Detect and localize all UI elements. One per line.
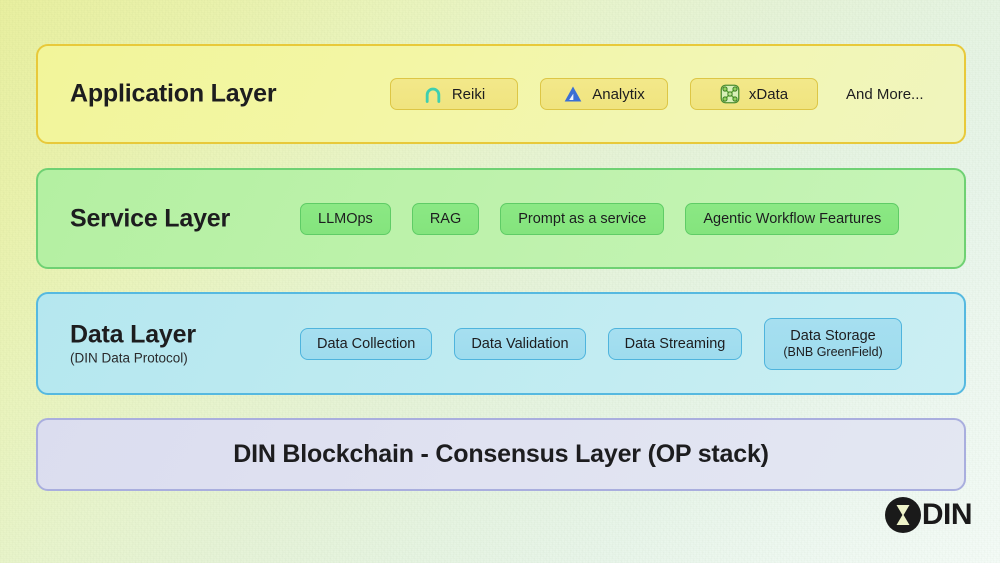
data-layer: Data Layer (DIN Data Protocol) Data Coll… [36, 292, 966, 395]
application-layer-title: Application Layer [70, 79, 277, 108]
application-chip-row: Reiki Analytix [390, 78, 924, 110]
data-chip-data-storage-sublabel: (BNB GreenField) [783, 345, 883, 359]
service-chip-agentic-workflow-label: Agentic Workflow Feartures [703, 210, 882, 227]
data-chip-data-streaming[interactable]: Data Streaming [607, 327, 743, 360]
service-chip-row: LLMOps RAG Prompt as a service Agentic W… [300, 202, 900, 235]
data-layer-title: Data Layer [70, 320, 196, 349]
service-layer-title: Service Layer [70, 204, 231, 232]
application-layer-title-block: Application Layer [70, 79, 277, 108]
service-chip-agentic-workflow[interactable]: Agentic Workflow Feartures [685, 202, 900, 235]
data-chip-row: Data Collection Data Validation Data Str… [300, 317, 902, 370]
service-chip-rag-label: RAG [429, 210, 462, 227]
data-chip-data-collection-label: Data Collection [317, 335, 416, 352]
din-brand-logo: DIN [883, 495, 973, 535]
app-chip-analytix[interactable]: Analytix [540, 78, 668, 110]
data-chip-data-validation[interactable]: Data Validation [454, 327, 586, 360]
app-chip-reiki[interactable]: Reiki [390, 78, 518, 110]
app-chip-xdata[interactable]: xData [690, 78, 818, 110]
service-chip-llmops-label: LLMOps [318, 210, 373, 227]
data-chip-data-collection[interactable]: Data Collection [300, 327, 433, 360]
application-layer: Application Layer Reiki Analyti [36, 44, 966, 144]
service-layer-title-block: Service Layer [70, 205, 230, 232]
data-chip-data-validation-label: Data Validation [471, 335, 569, 352]
app-chip-reiki-label: Reiki [451, 85, 486, 103]
data-chip-data-storage[interactable]: Data Storage (BNB GreenField) [764, 317, 902, 370]
xdata-network-icon [720, 84, 740, 104]
din-hourglass-mark-icon [883, 495, 923, 535]
service-chip-rag[interactable]: RAG [411, 202, 480, 235]
architecture-stack: Application Layer Reiki Analyti [36, 0, 966, 563]
service-chip-llmops[interactable]: LLMOps [300, 202, 391, 235]
service-chip-prompt-as-a-service[interactable]: Prompt as a service [500, 202, 665, 235]
din-wordmark: DIN [921, 498, 973, 531]
data-layer-subtitle: (DIN Data Protocol) [70, 350, 188, 366]
data-chip-data-streaming-label: Data Streaming [624, 335, 726, 352]
data-chip-data-storage-label: Data Storage [790, 328, 876, 344]
app-and-more-label: And More... [846, 85, 924, 103]
data-layer-title-block: Data Layer (DIN Data Protocol) [70, 321, 196, 366]
app-chip-analytix-label: Analytix [592, 85, 645, 103]
consensus-layer: DIN Blockchain - Consensus Layer (OP sta… [36, 418, 966, 491]
app-chip-xdata-label: xData [748, 85, 789, 103]
service-chip-prompt-as-a-service-label: Prompt as a service [518, 210, 647, 227]
consensus-layer-title: DIN Blockchain - Consensus Layer (OP sta… [233, 440, 769, 468]
analytix-triangle-icon [563, 84, 583, 104]
reiki-arch-icon [423, 84, 443, 104]
service-layer: Service Layer LLMOps RAG Prompt as a ser… [36, 168, 966, 269]
